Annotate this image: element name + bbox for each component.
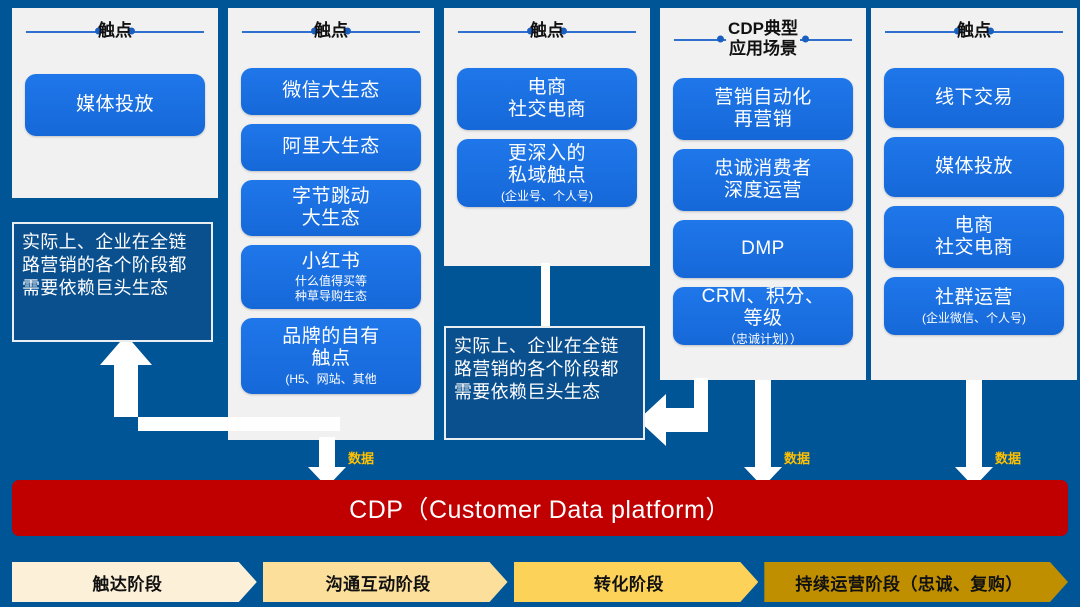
card-label: 阿里大生态 bbox=[282, 136, 380, 158]
card-label: 字节跳动 大生态 bbox=[291, 185, 370, 229]
panel-header: 触点 bbox=[444, 8, 650, 54]
panel-title: 触点 bbox=[98, 21, 132, 41]
card-bytedance-ecosystem[interactable]: 字节跳动 大生态 bbox=[241, 180, 421, 236]
arrow-into-center-note bbox=[638, 378, 708, 446]
stage-reach[interactable]: 触达阶段 bbox=[12, 562, 257, 602]
card-label: 电商 社交电商 bbox=[934, 214, 1013, 258]
card-label: 品牌的自有 触点 bbox=[282, 325, 380, 370]
card-sublabel: 什么值得买等 种草导购生态 bbox=[294, 274, 367, 303]
note-center: 实际上、企业在全链路营销的各个阶段都需要依赖巨头生态 bbox=[444, 326, 645, 440]
card-media-placement-2[interactable]: 媒体投放 bbox=[884, 137, 1064, 197]
stage-label: 转化阶段 bbox=[593, 574, 664, 594]
card-ecommerce-social-commerce[interactable]: 电商 社交电商 bbox=[457, 68, 637, 130]
card-label: 媒体投放 bbox=[934, 155, 1013, 177]
card-marketing-automation[interactable]: 营销自动化 再营销 bbox=[673, 78, 853, 140]
panel-touchpoints-3: 触点 电商 社交电商 更深入的 私域触点 (企业号、个人号) bbox=[444, 8, 650, 266]
panel-header: CDP典型 应用场景 bbox=[660, 8, 866, 70]
card-alibaba-ecosystem[interactable]: 阿里大生态 bbox=[241, 124, 421, 171]
card-deeper-private-domain[interactable]: 更深入的 私域触点 (企业号、个人号) bbox=[457, 139, 637, 207]
panel-header: 触点 bbox=[871, 8, 1077, 54]
panel-title: 触点 bbox=[530, 21, 564, 41]
connector-col3-stem bbox=[541, 263, 550, 348]
panel-touchpoints-2: 触点 微信大生态 阿里大生态 字节跳动 大生态 小红书 什么值得买等 种草导购生… bbox=[228, 8, 434, 440]
card-list: 线下交易 媒体投放 电商 社交电商 社群运营 (企业微信、个人号) bbox=[871, 54, 1077, 347]
card-community-operations[interactable]: 社群运营 (企业微信、个人号) bbox=[884, 277, 1064, 335]
card-sublabel: （忠诚计划）） bbox=[723, 331, 802, 346]
panel-title: 触点 bbox=[957, 21, 991, 41]
data-flow-label-1: 数据 bbox=[348, 451, 375, 466]
card-label: 营销自动化 再营销 bbox=[714, 86, 812, 130]
data-arrow-col4 bbox=[744, 380, 782, 487]
stage-flow: 触达阶段 沟通互动阶段 转化阶段 持续运营阶段（忠诚、复购） bbox=[12, 562, 1068, 602]
card-label: CRM、积分、 等级 bbox=[701, 285, 825, 330]
card-label: 微信大生态 bbox=[282, 80, 380, 102]
card-list: 微信大生态 阿里大生态 字节跳动 大生态 小红书 什么值得买等 种草导购生态 品… bbox=[228, 54, 434, 406]
card-sublabel: (企业微信、个人号) bbox=[922, 310, 1026, 325]
card-label: DMP bbox=[741, 237, 785, 259]
card-label: 更深入的 私域触点 bbox=[507, 142, 586, 187]
card-loyal-consumer-operations[interactable]: 忠诚消费者 深度运营 bbox=[673, 149, 853, 211]
data-flow-label-2: 数据 bbox=[784, 451, 811, 466]
panel-title: 触点 bbox=[314, 21, 348, 41]
data-flow-label-3: 数据 bbox=[995, 451, 1022, 466]
stage-label: 持续运营阶段（忠诚、复购） bbox=[795, 574, 1023, 594]
cdp-platform-bar[interactable]: CDP（Customer Data platform） bbox=[12, 480, 1068, 536]
card-label: 忠诚消费者 深度运营 bbox=[714, 157, 812, 201]
card-ecommerce-social-commerce-2[interactable]: 电商 社交电商 bbox=[884, 206, 1064, 268]
card-media-placement[interactable]: 媒体投放 bbox=[25, 74, 205, 136]
data-arrow-col5 bbox=[955, 380, 993, 487]
card-label: 媒体投放 bbox=[75, 93, 154, 115]
card-label: 电商 社交电商 bbox=[507, 76, 586, 120]
card-dmp[interactable]: DMP bbox=[673, 220, 853, 278]
stage-label: 沟通互动阶段 bbox=[325, 574, 431, 594]
note-left: 实际上、企业在全链路营销的各个阶段都需要依赖巨头生态 bbox=[12, 222, 213, 342]
cdp-platform-label: CDP（Customer Data platform） bbox=[349, 496, 731, 524]
stage-label: 触达阶段 bbox=[92, 574, 163, 594]
card-label: 线下交易 bbox=[934, 86, 1013, 108]
panel-header: 触点 bbox=[228, 8, 434, 54]
card-sublabel: (企业号、个人号) bbox=[501, 188, 593, 203]
stage-conversion[interactable]: 转化阶段 bbox=[514, 562, 759, 602]
card-list: 媒体投放 bbox=[12, 54, 218, 148]
panel-cdp-scenarios: CDP典型 应用场景 营销自动化 再营销 忠诚消费者 深度运营 DMP CRM、… bbox=[660, 8, 866, 380]
stage-communication[interactable]: 沟通互动阶段 bbox=[263, 562, 508, 602]
card-sublabel: (H5、网站、其他 bbox=[285, 371, 377, 386]
card-label: 社群运营 bbox=[934, 287, 1013, 309]
card-brand-owned-touchpoints[interactable]: 品牌的自有 触点 (H5、网站、其他 bbox=[241, 318, 421, 394]
panel-touchpoints-5: 触点 线下交易 媒体投放 电商 社交电商 社群运营 (企业微信、个人号) bbox=[871, 8, 1077, 380]
card-wechat-ecosystem[interactable]: 微信大生态 bbox=[241, 68, 421, 115]
arrow-into-left-note bbox=[100, 335, 340, 431]
card-list: 电商 社交电商 更深入的 私域触点 (企业号、个人号) bbox=[444, 54, 650, 219]
card-xiaohongshu[interactable]: 小红书 什么值得买等 种草导购生态 bbox=[241, 245, 421, 309]
panel-touchpoints-1: 触点 媒体投放 bbox=[12, 8, 218, 198]
card-label: 小红书 bbox=[301, 250, 361, 272]
card-list: 营销自动化 再营销 忠诚消费者 深度运营 DMP CRM、积分、 等级 （忠诚计… bbox=[660, 70, 866, 357]
stage-retention[interactable]: 持续运营阶段（忠诚、复购） bbox=[764, 562, 1068, 602]
card-crm-points-tier[interactable]: CRM、积分、 等级 （忠诚计划）） bbox=[673, 285, 853, 346]
data-arrow-col2 bbox=[308, 437, 346, 487]
panel-title: CDP典型 应用场景 bbox=[728, 19, 798, 58]
panel-header: 触点 bbox=[12, 8, 218, 54]
card-offline-transaction[interactable]: 线下交易 bbox=[884, 68, 1064, 128]
